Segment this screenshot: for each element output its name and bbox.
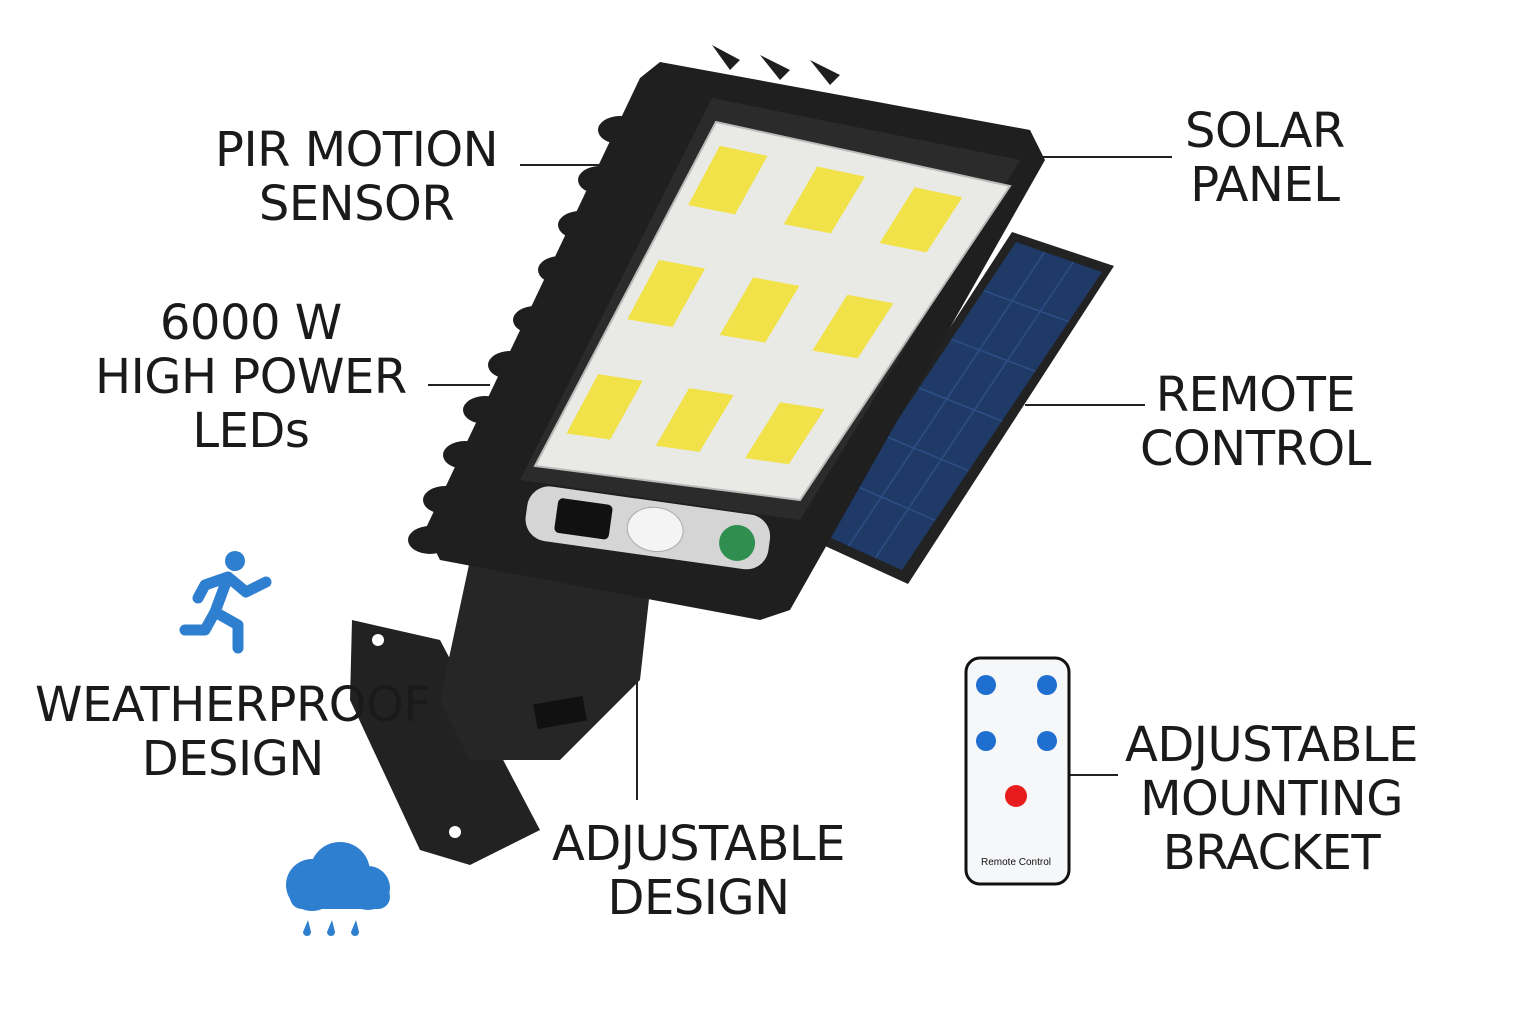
led-chip	[745, 402, 825, 465]
remote-button	[976, 675, 996, 695]
led-chip	[566, 374, 643, 440]
label-line: 6000 W	[159, 295, 342, 351]
remote-button	[1037, 731, 1057, 751]
pir-sensor	[626, 506, 684, 553]
running-person-icon	[179, 551, 272, 654]
solar-cells	[848, 251, 1074, 559]
label-line: PIR MOTION	[215, 122, 499, 178]
led-chip	[655, 388, 734, 452]
rain-cloud-icon	[286, 842, 390, 936]
led-chip	[627, 259, 706, 327]
solar-cell-line	[951, 338, 1036, 373]
label-line: LEDs	[192, 403, 310, 459]
label-line: PANEL	[1190, 157, 1340, 213]
led-chip	[812, 294, 894, 359]
label-high-power-leds: 6000 W HIGH POWER LEDs	[95, 296, 407, 458]
led-array	[566, 145, 963, 465]
remote-button	[976, 731, 996, 751]
solar-cell-line	[848, 251, 1046, 547]
bracket-hole	[449, 826, 461, 838]
label-line: DESIGN	[141, 731, 325, 787]
label-line: MOUNTING	[1140, 771, 1403, 827]
leader-lines	[428, 156, 1172, 800]
label-line: BRACKET	[1162, 825, 1381, 881]
label-line: ADJUSTABLE	[1125, 717, 1418, 773]
sensor-strip	[525, 486, 771, 570]
label-line: SENSOR	[258, 176, 455, 232]
label-line: HIGH POWER	[95, 349, 407, 405]
label-line: WEATHERPROOF	[35, 677, 431, 733]
label-adjustable-design: ADJUSTABLE DESIGN	[552, 817, 845, 925]
led-chip	[688, 145, 768, 215]
solar-cell-line	[983, 289, 1069, 323]
mounting-bracket	[350, 620, 540, 865]
lamp-neck	[440, 560, 650, 760]
adjust-knob	[533, 695, 587, 730]
remote-control: Remote Control	[964, 656, 1071, 886]
remote-body	[964, 656, 1071, 886]
label-remote-control: REMOTE CONTROL	[1140, 368, 1371, 476]
label-line: CONTROL	[1140, 421, 1371, 477]
label-line: SOLAR	[1185, 103, 1345, 159]
power-button[interactable]	[717, 523, 758, 564]
led-chip	[719, 277, 800, 343]
label-line: REMOTE	[1155, 367, 1356, 423]
label-pir-motion-sensor: PIR MOTION SENSOR	[215, 122, 499, 232]
led-chip	[783, 166, 865, 234]
solar-cell-line	[854, 484, 936, 522]
remote-caption: Remote Control	[981, 857, 1051, 868]
remote-power-button	[1005, 785, 1027, 807]
label-adjustable-mounting-bracket: ADJUSTABLE MOUNTING BRACKET	[1125, 718, 1418, 880]
label-line: ADJUSTABLE	[552, 816, 845, 872]
label-weatherproof-design: WEATHERPROOF DESIGN	[35, 677, 431, 787]
bracket-hole	[372, 634, 384, 646]
label-solar-panel: SOLAR PANEL	[1185, 104, 1345, 212]
led-chip	[879, 187, 963, 253]
label-line: DESIGN	[607, 870, 790, 926]
solar-cell-line	[874, 261, 1074, 559]
solar-cell-line	[886, 435, 969, 472]
solar-cell-line	[918, 387, 1003, 422]
light-sensor	[554, 498, 613, 540]
remote-button	[1037, 675, 1057, 695]
